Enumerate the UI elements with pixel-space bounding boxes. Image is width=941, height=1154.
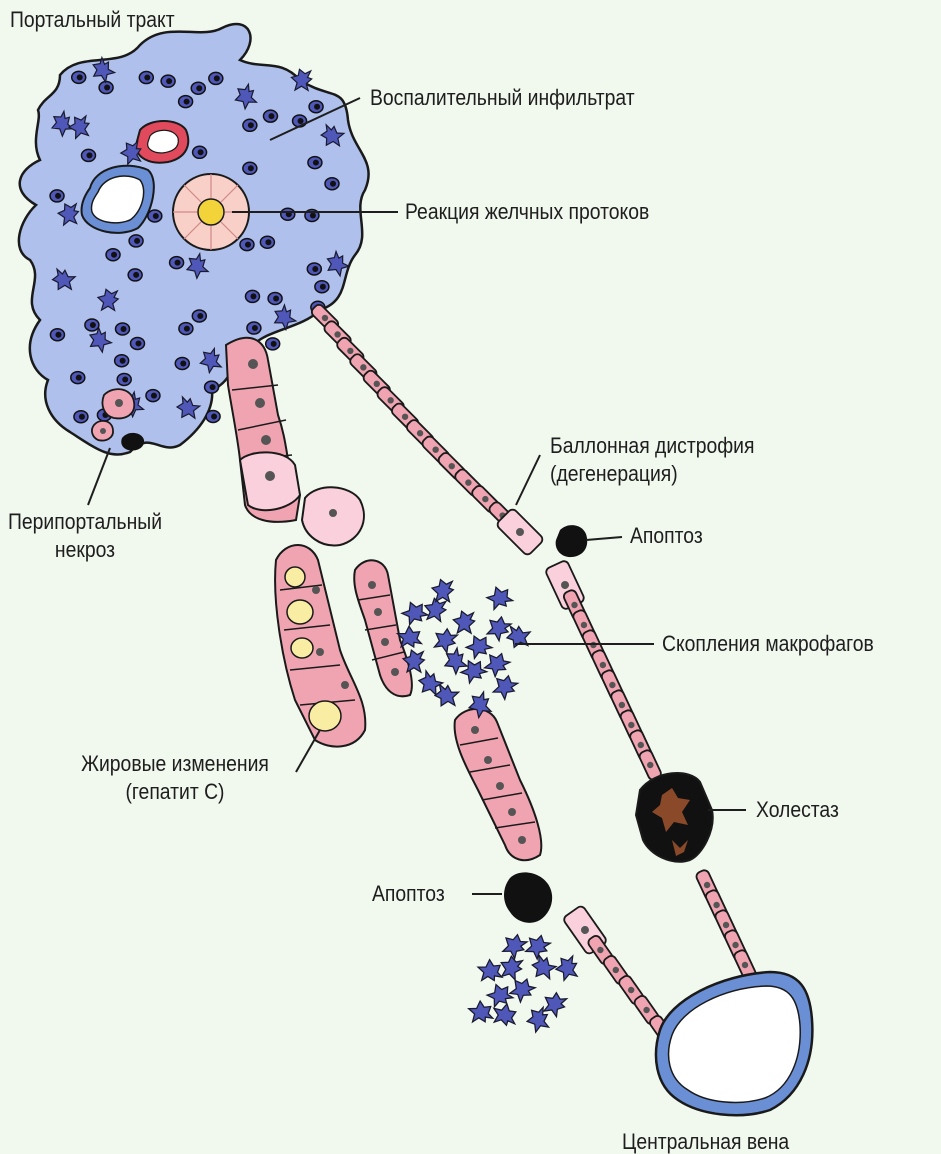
label-fatty-line1: Жировые изменения <box>47 750 302 778</box>
inflammatory-cell <box>315 281 329 293</box>
inflammatory-cell <box>268 292 282 304</box>
macrophage <box>466 998 496 1027</box>
macrophage <box>399 597 430 628</box>
inflammatory-cell <box>128 269 142 281</box>
inflammatory-cell <box>106 249 120 261</box>
label-central-vein: Центральная вена <box>622 1128 789 1154</box>
inflammatory-cell <box>191 82 205 94</box>
inflammatory-cell <box>50 190 64 202</box>
inflammatory-cell <box>81 149 95 161</box>
label-periportal-necrosis: Перипортальный некроз <box>0 508 186 564</box>
inflammatory-cell <box>72 71 86 83</box>
inflammatory-cell <box>263 110 277 122</box>
inflammatory-cell <box>193 146 207 158</box>
hepatic-artery <box>136 121 188 163</box>
macrophage <box>458 655 489 686</box>
inflammatory-cell <box>325 178 339 190</box>
inflammatory-cell <box>247 322 261 334</box>
label-ballooning-line1: Баллонная дистрофия <box>550 432 754 460</box>
label-apoptosis-upper: Апоптоз <box>630 522 703 550</box>
label-fatty-change: Жировые изменения (гепатит С) <box>47 750 302 806</box>
inflammatory-cell <box>148 210 162 222</box>
central-vein <box>656 972 812 1115</box>
inflammatory-cell <box>206 410 220 422</box>
inflammatory-cell <box>308 157 322 169</box>
inflammatory-cell <box>260 236 274 248</box>
inflammatory-cell <box>129 235 143 247</box>
hepatocyte-plate-bottom <box>562 905 676 1046</box>
inflammatory-cell <box>307 263 321 275</box>
hepatocyte-plate-left <box>226 338 364 546</box>
inflammatory-cell <box>240 239 254 251</box>
inflammatory-cell <box>139 72 153 84</box>
macrophage <box>475 957 505 986</box>
inflammatory-cell <box>85 319 99 331</box>
macrophage <box>541 990 567 1018</box>
inflammatory-cell <box>309 101 323 113</box>
label-periportal-line2: некроз <box>0 536 186 564</box>
inflammatory-cell <box>161 75 175 87</box>
inflammatory-cell <box>116 323 130 335</box>
hepatocyte-plate-middle <box>354 560 412 696</box>
macrophage <box>500 931 528 960</box>
label-ballooning-line2: (дегенерация) <box>550 460 754 488</box>
inflammatory-cell <box>243 119 257 131</box>
inflammatory-cell <box>179 323 193 335</box>
inflammatory-cell <box>209 72 223 84</box>
label-macrophage-clusters: Скопления макрофагов <box>662 630 874 658</box>
label-portal-tract: Портальный тракт <box>10 6 175 34</box>
inflammatory-cell <box>74 411 88 423</box>
macrophage-cluster-lower <box>466 931 582 1035</box>
inflammatory-cell <box>281 208 295 220</box>
inflammatory-cell <box>245 290 259 302</box>
label-periportal-line1: Перипортальный <box>0 508 186 536</box>
inflammatory-cell <box>130 337 144 349</box>
inflammatory-cell <box>175 357 189 369</box>
hepatocyte-plate-lower <box>455 709 542 860</box>
apoptotic-body-lower <box>504 872 552 922</box>
apoptotic-body-upper <box>556 525 588 557</box>
macrophage-cluster-upper <box>395 578 531 720</box>
macrophage <box>434 684 459 708</box>
macrophage <box>484 583 515 614</box>
macrophage <box>452 610 476 636</box>
label-fatty-line2: (гепатит С) <box>47 778 302 806</box>
inflammatory-cell <box>117 373 131 385</box>
cholestasis <box>636 773 713 862</box>
macrophage <box>432 626 459 654</box>
inflammatory-cell <box>71 372 85 384</box>
fatty-change-plate <box>275 545 365 747</box>
macrophage <box>529 954 558 981</box>
label-inflammatory-infiltrate: Воспалительный инфильтрат <box>370 84 635 112</box>
label-apoptosis-lower: Апоптоз <box>372 880 445 908</box>
apoptotic-body-portal <box>121 433 144 451</box>
inflammatory-cell <box>179 96 193 108</box>
macrophage <box>507 974 537 1005</box>
macrophage <box>553 953 582 983</box>
inflammatory-cell <box>170 257 184 269</box>
inflammatory-cell <box>243 162 257 174</box>
inflammatory-cell <box>192 310 206 322</box>
macrophage <box>523 931 552 961</box>
label-cholestasis: Холестаз <box>756 796 839 824</box>
label-bile-duct-reaction: Реакция желчных протоков <box>405 198 649 226</box>
label-ballooning-degeneration: Баллонная дистрофия (дегенерация) <box>550 432 754 488</box>
macrophage <box>500 955 523 980</box>
inflammatory-cell <box>205 381 219 393</box>
inflammatory-cell <box>50 329 64 341</box>
inflammatory-cell <box>115 355 129 367</box>
inflammatory-cell <box>266 338 280 350</box>
inflammatory-cell <box>146 390 160 402</box>
inflammatory-cell <box>99 82 113 94</box>
